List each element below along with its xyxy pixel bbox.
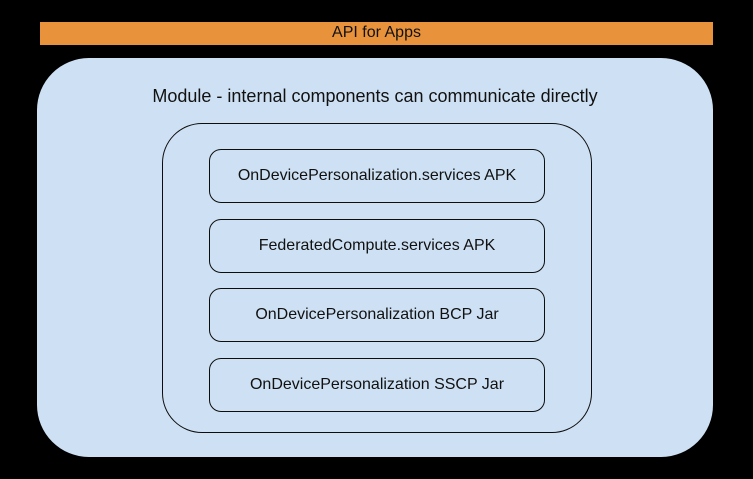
module-title: Module - internal components can communi… — [152, 86, 598, 106]
component-label: OnDevicePersonalization BCP Jar — [255, 306, 499, 324]
component-box-federatedcompute-services-apk: FederatedCompute.services APK — [209, 218, 545, 273]
component-label: FederatedCompute.services APK — [258, 236, 496, 254]
api-for-apps-label: API for Apps — [332, 24, 421, 41]
component-box-ondevicepersonalization-services-apk: OnDevicePersonalization.services APK — [209, 149, 545, 203]
component-label: OnDevicePersonalization.services APK — [237, 167, 517, 184]
api-for-apps-banner: API for Apps — [40, 22, 713, 45]
component-label: OnDevicePersonalization SSCP Jar — [249, 375, 505, 393]
module-container: Module - internal components can communi… — [37, 58, 713, 457]
component-box-ondevicepersonalization-bcp-jar: OnDevicePersonalization BCP Jar — [209, 288, 545, 343]
module-inner-boundary: OnDevicePersonalization.services APK Fed… — [162, 123, 592, 433]
component-box-ondevicepersonalization-sscp-jar: OnDevicePersonalization SSCP Jar — [209, 357, 545, 412]
